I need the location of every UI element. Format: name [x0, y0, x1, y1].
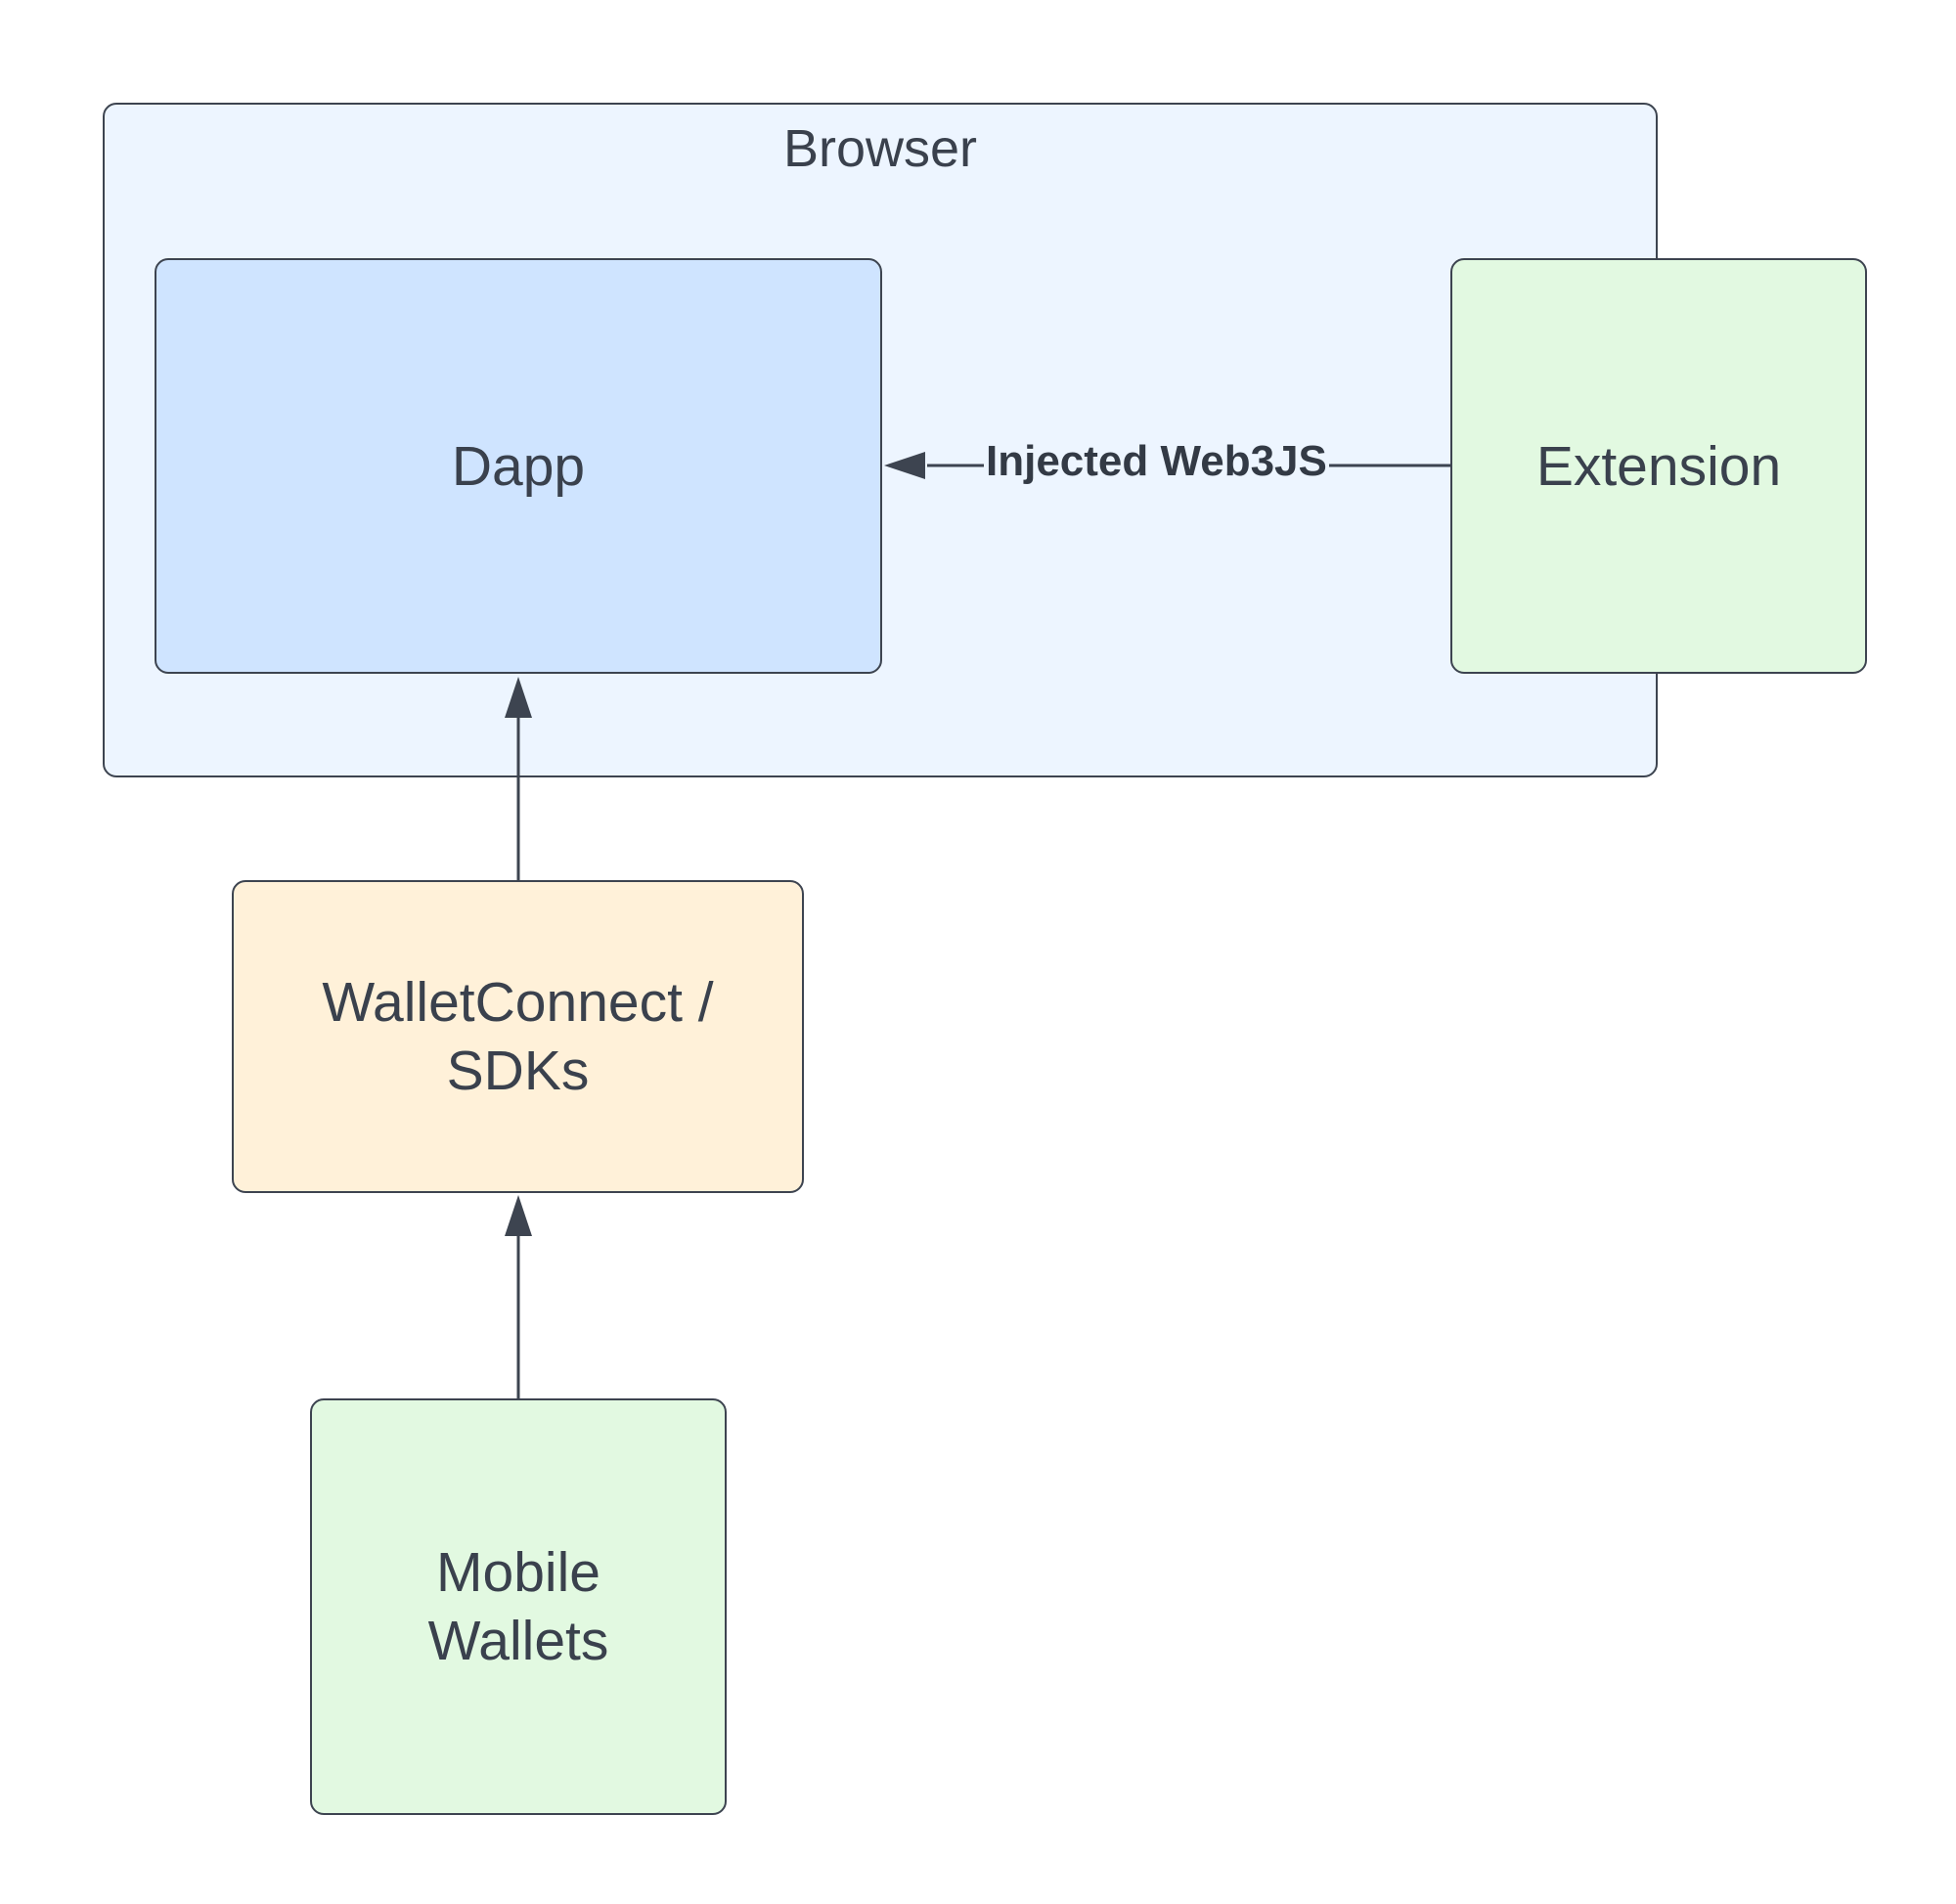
dapp-label: Dapp — [451, 434, 586, 498]
walletconnect-label: WalletConnect / SDKs — [322, 971, 714, 1102]
dapp-node: Dapp — [155, 258, 882, 674]
edge-mobile-to-walletconnect — [505, 1195, 532, 1398]
arrowhead-up-icon — [505, 1195, 532, 1236]
extension-label: Extension — [1535, 434, 1782, 498]
extension-node: Extension — [1450, 258, 1867, 674]
walletconnect-node: WalletConnect / SDKs — [232, 880, 804, 1193]
browser-title: Browser — [782, 119, 978, 178]
mobile-wallets-label: Mobile Wallets — [427, 1541, 609, 1672]
edge-label-injected-web3js: Injected Web3JS — [984, 436, 1329, 487]
mobile-wallets-node: Mobile Wallets — [310, 1398, 727, 1815]
